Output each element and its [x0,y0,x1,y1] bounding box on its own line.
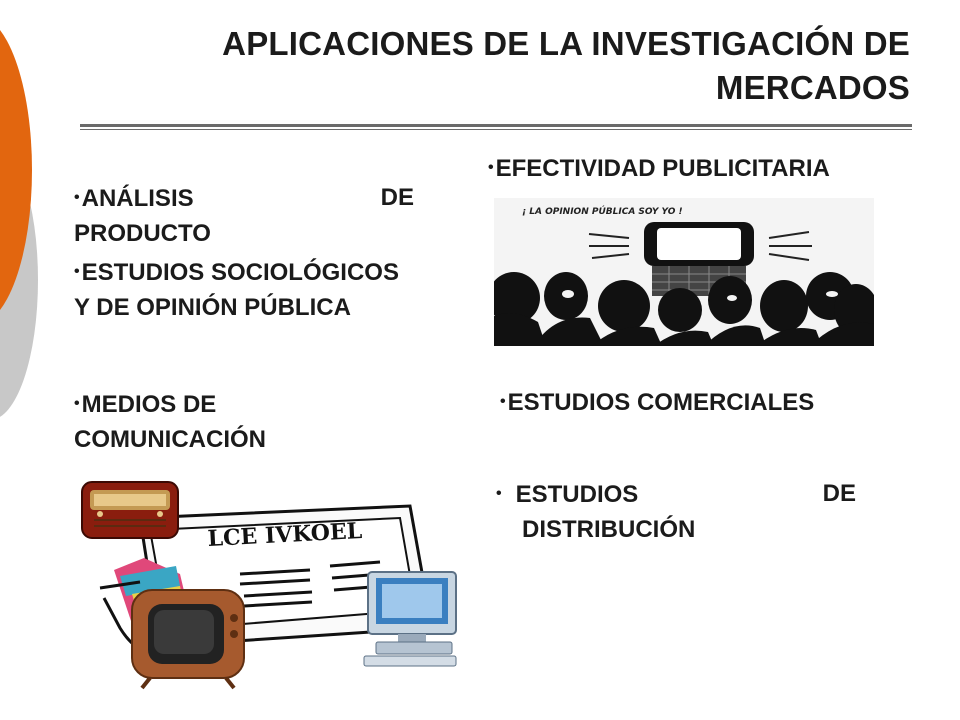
bullet-text: ESTUDIOS COMERCIALES [507,389,815,416]
bullet-text: PRODUCTO [74,220,211,247]
radio-icon [81,481,179,539]
title-line-1: APLICACIONES DE LA INVESTIGACIÓN DE [222,25,910,62]
public-opinion-cartoon: ¡ LA OPINION PÚBLICA SOY YO ! [494,198,874,346]
decorative-arc [0,0,80,520]
bullet-text: COMUNICACIÓN [74,426,266,453]
bullet-text: ESTUDIOS [515,481,639,508]
title-divider [80,124,912,127]
bullet-estudios-sociologicos: •ESTUDIOS SOCIOLÓGICOS Y DE OPINIÓN PÚBL… [74,254,504,325]
bullet-medios-comunicacion: •MEDIOS DE COMUNICACIÓN [74,386,434,457]
cartoon-caption: ¡ LA OPINION PÚBLICA SOY YO ! [522,205,683,217]
computer-icon [363,571,457,667]
bullet-efectividad-publicitaria: •EFECTIVIDAD PUBLICITARIA [488,150,928,186]
bullet-text: DE [380,184,414,211]
bullet-text: Y DE OPINIÓN PÚBLICA [74,294,351,321]
bullet-text: ESTUDIOS SOCIOLÓGICOS [81,259,399,286]
bullet-dot: • [74,395,80,412]
bullet-analisis-producto: •ANÁLISIS DE PRODUCTO [74,180,414,251]
slide-title: APLICACIONES DE LA INVESTIGACIÓN DE MERC… [110,22,910,110]
title-line-2: MERCADOS [715,69,910,106]
bullet-estudios-comerciales: •ESTUDIOS COMERCIALES [500,384,920,420]
bullet-dot: • [500,393,506,410]
bullet-estudios-distribucion: • ESTUDIOS DE DISTRIBUCIÓN [496,476,856,547]
bullet-dot: • [74,263,80,280]
title-divider-thin [80,129,912,130]
media-clipart: LCE IVKOEL [80,478,460,690]
crowd-illustration [494,272,874,346]
bullet-text: ANÁLISIS [81,185,194,212]
bullet-text: MEDIOS DE [81,391,217,418]
bullet-dot: • [488,159,494,176]
bullet-text: EFECTIVIDAD PUBLICITARIA [495,155,830,182]
bullet-dot: • [74,189,80,206]
television-icon [131,589,245,690]
bullet-dot: • [496,485,502,502]
bullet-text: DISTRIBUCIÓN [522,516,696,543]
bullet-text: DE [822,480,856,507]
